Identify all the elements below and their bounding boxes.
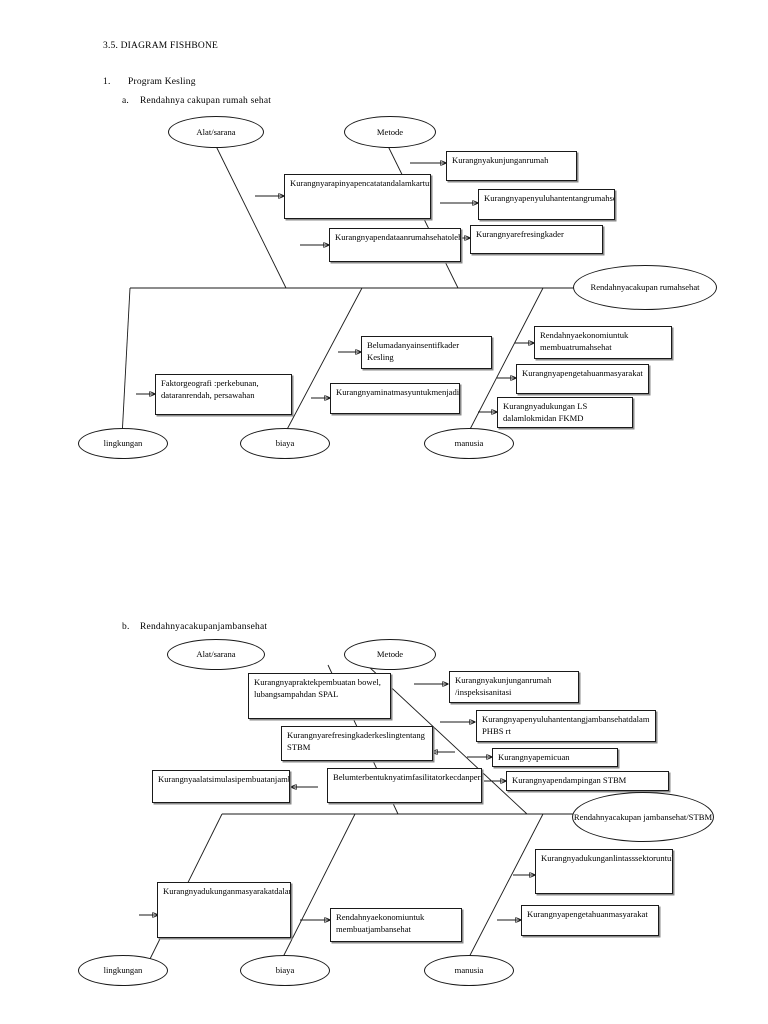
cause-box-a-6[interactable]: Faktorgeografi :perkebunan, dataranrenda… <box>155 374 292 415</box>
cause-box-b-1[interactable]: Kurangnyapraktekpembuatan bowel, lubangs… <box>248 673 391 719</box>
category-label: lingkungan <box>103 965 143 975</box>
effect-label: Rendahnyacakupan jambansehat/STBM <box>573 811 713 822</box>
category-node-biaya-a[interactable]: biaya <box>240 428 330 459</box>
rib-a-lingkungan <box>121 287 131 438</box>
sub-list-marker-a: a. <box>122 96 129 106</box>
cause-box-b-12[interactable]: Kurangnyapengetahuanmasyarakat <box>521 905 659 936</box>
cause-box-b-8[interactable]: Kurangnyapendampingan STBM <box>506 771 669 791</box>
cause-box-a-11[interactable]: Kurangnyadukungan LS dalamlokmidan FKMD <box>497 397 633 428</box>
category-label: lingkungan <box>103 438 143 448</box>
cause-box-b-7[interactable]: Kurangnyapemicuan <box>492 748 618 767</box>
category-label: biaya <box>275 438 295 448</box>
category-node-lingkungan-a[interactable]: lingkungan <box>78 428 168 459</box>
effect-label: Rendahnyacakupan rumahsehat <box>590 282 700 292</box>
rib-a-biaya <box>282 287 363 438</box>
category-label: biaya <box>275 965 295 975</box>
category-label: Alat/sarana <box>196 649 236 659</box>
category-label: Metode <box>376 126 404 137</box>
cause-box-a-7[interactable]: Belumadanyainsentifkader Kesling <box>361 336 492 369</box>
effect-node-a[interactable]: Rendahnyacakupan rumahsehat <box>573 265 717 310</box>
effect-node-b[interactable]: Rendahnyacakupan jambansehat/STBM <box>572 792 714 842</box>
rib-a-alat <box>212 139 287 289</box>
category-node-manusia-b[interactable]: manusia <box>424 955 514 986</box>
category-node-biaya-b[interactable]: biaya <box>240 955 330 986</box>
category-node-alat-sarana-b[interactable]: Alat/sarana <box>167 639 265 670</box>
cause-box-a-1[interactable]: Kurangnyarapinyapencatatandalamkarturuma… <box>284 174 431 219</box>
category-label: manusia <box>454 438 484 448</box>
cause-box-b-11[interactable]: Kurangnyadukunganlintasssektoruntukpembu… <box>535 849 673 894</box>
cause-box-b-6[interactable]: Kurangnyapenyuluhantentangjambansehatdal… <box>476 710 656 742</box>
category-node-lingkungan-b[interactable]: lingkungan <box>78 955 168 986</box>
category-label: manusia <box>454 965 484 975</box>
category-node-metode-b[interactable]: Metode <box>344 639 436 670</box>
category-node-alat-sarana-a[interactable]: Alat/sarana <box>168 116 264 148</box>
cause-box-b-2[interactable]: Kurangnyarefresingkaderkeslingtentang ST… <box>281 726 433 761</box>
cause-box-b-10[interactable]: Rendahnyaekonomiuntuk membuatjambansehat <box>330 908 462 942</box>
category-node-manusia-a[interactable]: manusia <box>424 428 514 459</box>
cause-box-a-4[interactable]: Kurangnyapenyuluhantentangrumahsehat <box>478 189 615 220</box>
rib-b-manusia <box>465 813 544 964</box>
list-item-program-kesling: Program Kesling <box>128 77 196 87</box>
category-label: Alat/sarana <box>196 126 236 137</box>
cause-box-a-10[interactable]: Kurangnyapengetahuanmasyarakat <box>516 364 649 394</box>
category-node-metode-a[interactable]: Metode <box>344 116 436 148</box>
cause-box-b-4[interactable]: Belumterbentuknyatimfasilitatorkecdanper… <box>327 768 482 803</box>
cause-box-a-3[interactable]: Kurangnyakunjunganrumah <box>446 151 577 181</box>
cause-box-b-9[interactable]: Kurangnyadukunganmasyarakatdalampengatur… <box>157 882 291 938</box>
cause-box-a-2[interactable]: Kurangnyapendataanrumahsehatolehkader <box>329 228 461 262</box>
sub-list-marker-b: b. <box>122 622 130 632</box>
cause-box-b-5[interactable]: Kurangnyakunjunganrumah /inspeksisanitas… <box>449 671 579 703</box>
page-title: 3.5. DIAGRAM FISHBONE <box>103 41 219 51</box>
cause-box-a-8[interactable]: Kurangnyaminatmasyuntukmenjadikader <box>330 383 460 414</box>
category-label: Metode <box>376 649 404 659</box>
sub-list-item-a-label: Rendahnya cakupan rumah sehat <box>140 96 272 106</box>
cause-box-a-5[interactable]: Kurangnyarefresingkader <box>470 225 603 254</box>
list-marker-1: 1. <box>103 77 111 87</box>
cause-box-b-3[interactable]: Kurangnyaalatsimulasipembuatanjambanseha… <box>152 770 290 803</box>
cause-box-a-9[interactable]: Rendahnyaekonomiuntuk membuatrumahsehat <box>534 326 672 359</box>
sub-list-item-b-label: Rendahnyacakupanjambansehat <box>140 622 268 632</box>
